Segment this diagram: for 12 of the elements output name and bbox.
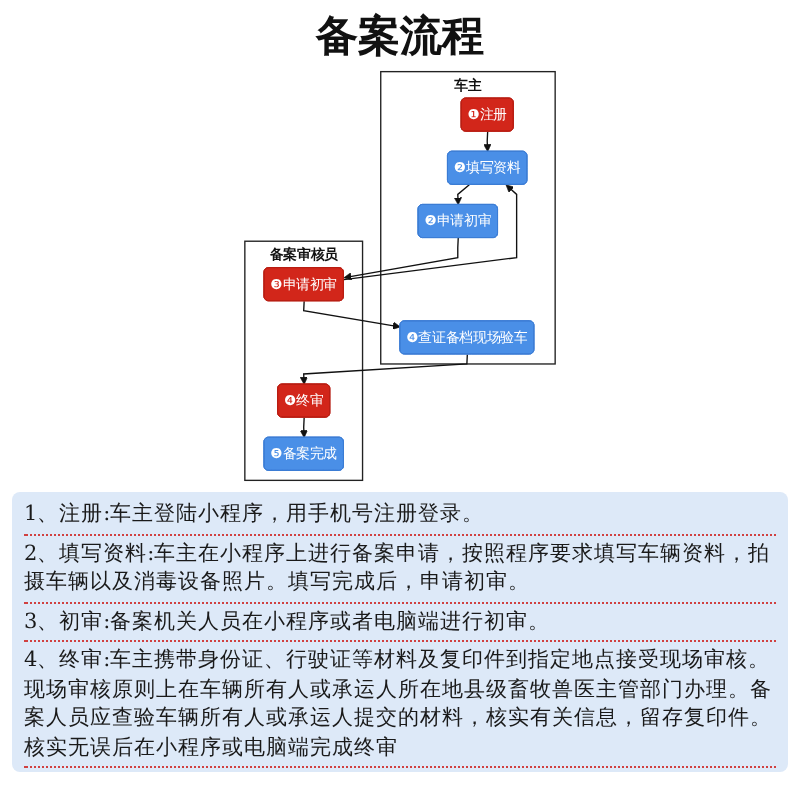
note-text: 2、填写资料:车主在小程序上进行备案申请，按照程序要求填写车辆资料，拍摄车辆以及消毒设备照片。填写完成后，申请初审。 [24, 535, 776, 603]
arrow [299, 353, 468, 385]
title: 备案流程 [313, 10, 486, 64]
note-text: 3、初审:备案机关人员在小程序或者电脑端进行初审。 [24, 603, 776, 642]
arrow [483, 130, 492, 152]
note-text: 4、终审:车主携带身份证、行驶证等材料及复印件到指定地点接受现场审核。现场审核原则上在车辆所有人或承运人所在地县级畜牧兽医主管部门办理。备案人员应查验车辆所有人或承运人提交的材料，核实有关信息，留存复印件。核实无误后在小程序或电脑端完成终审 [24, 642, 776, 768]
note-text: 1、注册:车主登陆小程序，用手机号注册登录。 [24, 496, 776, 535]
arrow [453, 184, 470, 206]
arrow [303, 300, 401, 330]
arrow [343, 237, 459, 281]
arrow [299, 416, 308, 438]
arrow [343, 184, 518, 281]
